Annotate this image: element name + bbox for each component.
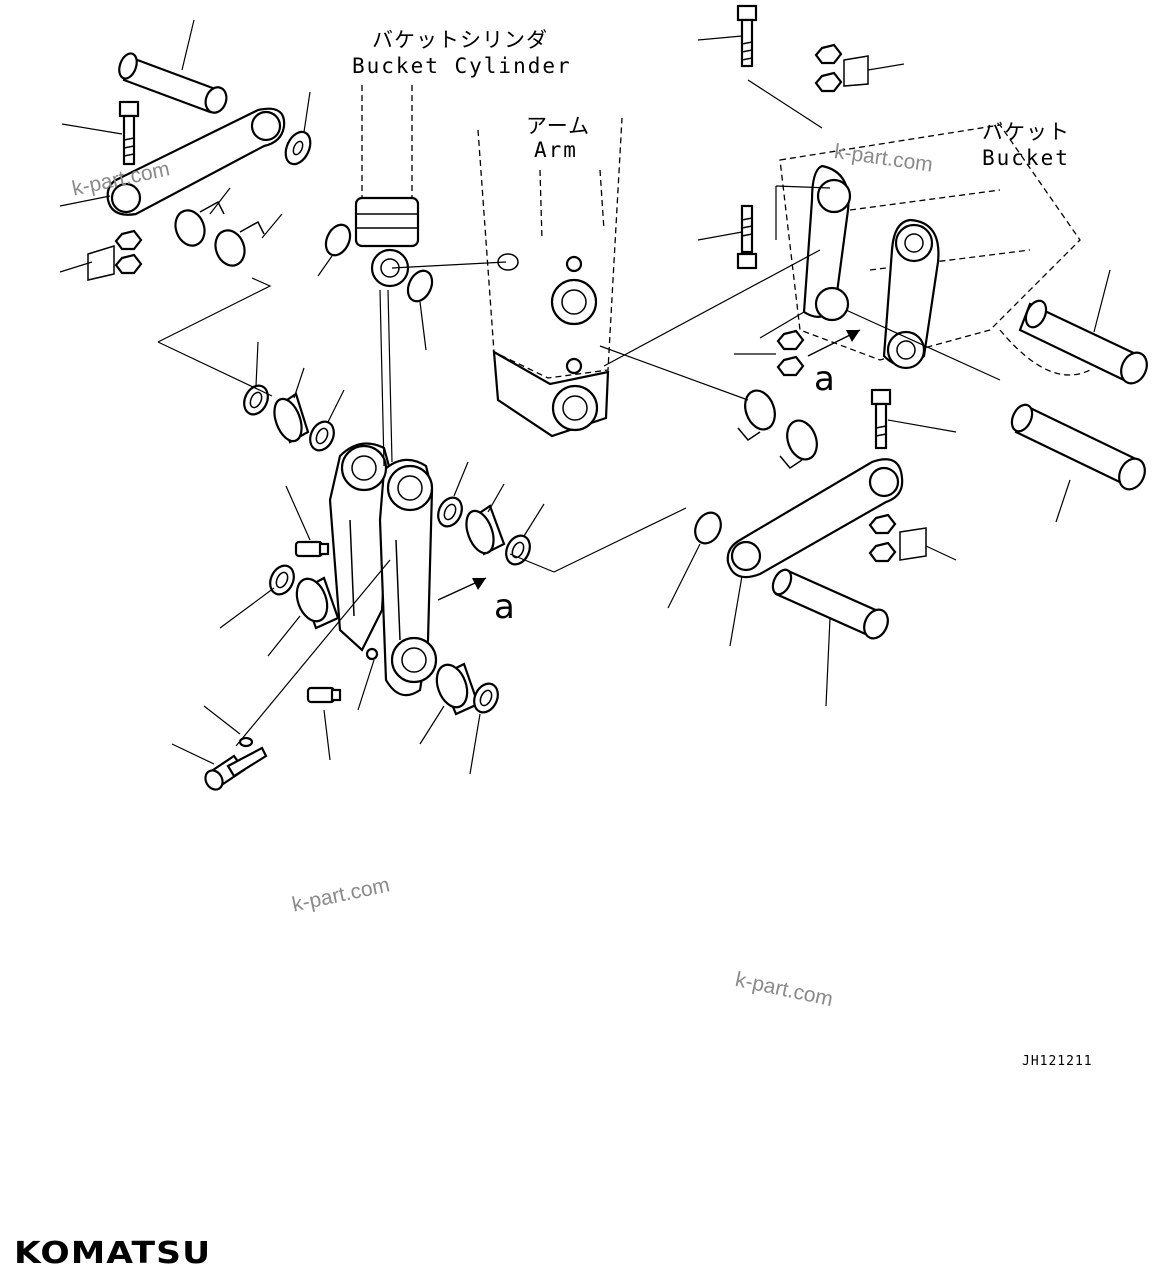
view-marker-a: a: [814, 359, 835, 399]
bucket: [779, 124, 1091, 376]
bolt-right-vertical: [870, 388, 892, 450]
washer: [284, 130, 312, 166]
view-marker-a: a: [494, 587, 515, 627]
bushing-set-lower-left: [269, 564, 340, 630]
nuts-mid-right: [776, 329, 805, 377]
bushing-set-right: [437, 496, 531, 566]
nuts-right-lower: [868, 513, 927, 563]
bushing-set-lower-right: [435, 662, 499, 716]
drawing-code: JH121211: [1022, 1054, 1093, 1069]
bucket-cylinder-label-en: Bucket Cylinder: [352, 54, 572, 78]
bucket-link: [328, 442, 438, 697]
link-left: [106, 107, 286, 216]
bolt-mid-right: [736, 204, 758, 270]
view-arrow: [437, 329, 861, 601]
pin-top-left: [118, 52, 228, 114]
nuts-top-right: [814, 43, 869, 93]
pin-right-bottom: [771, 568, 889, 640]
link-right: [726, 458, 904, 579]
arm-label-en: Arm: [534, 138, 578, 162]
arm: [477, 117, 623, 438]
washer: [694, 511, 722, 545]
bolt-top-left: [118, 100, 140, 166]
bolt-top-right: [736, 4, 758, 68]
leader-lines: [59, 19, 1111, 775]
pin-right-upper: [1018, 299, 1148, 385]
bucket-label-en: Bucket: [982, 146, 1070, 170]
shim-pair-right: [737, 389, 818, 469]
arm-label-jp: アーム: [526, 114, 591, 138]
washer: [324, 223, 352, 257]
shim-pair-left: [174, 200, 265, 267]
bucket-cylinder-label-jp: バケットシリンダ: [372, 28, 548, 52]
bushing-set-upper: [243, 384, 335, 452]
grease-fitting-lower: [306, 686, 342, 704]
nuts-left: [87, 229, 143, 281]
bucket-cylinder: [354, 85, 420, 288]
pin-right-lower: [1010, 403, 1146, 491]
komatsu-logo: KOMATSU: [14, 1236, 212, 1271]
grease-fitting-upper: [294, 540, 330, 558]
bolt-lower-left: [204, 736, 268, 791]
washer: [406, 269, 434, 303]
bucket-label-jp: バケット: [982, 120, 1070, 144]
